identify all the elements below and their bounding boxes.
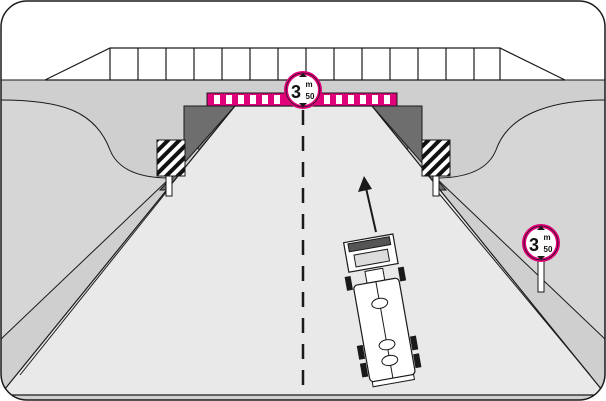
roadside-sign-unit: m	[543, 233, 550, 242]
shoulder-line-left	[19, 189, 169, 376]
chevron-marker-icon	[421, 139, 451, 197]
roadside-height-limit-sign: 3 m 50	[522, 224, 560, 293]
roadside-sign-sub: 50	[544, 245, 553, 254]
slope-left	[1, 99, 172, 342]
bridge-sign-unit: m	[305, 80, 312, 89]
height-limit-sign-icon: 3 m 50	[522, 224, 560, 262]
bridge-sign-main: 3	[291, 82, 301, 102]
tanker-truck-icon	[342, 233, 422, 388]
height-limit-sign-icon: 3 m 50	[284, 71, 322, 109]
overpass-railing	[44, 47, 566, 81]
slope-right	[434, 99, 605, 342]
shoulder-line-right	[435, 189, 591, 376]
roadside-sign-main: 3	[529, 235, 539, 255]
bridge-sign-sub: 50	[306, 92, 315, 101]
chevron-marker-icon	[156, 139, 186, 197]
direction-arrow-icon	[358, 176, 377, 233]
